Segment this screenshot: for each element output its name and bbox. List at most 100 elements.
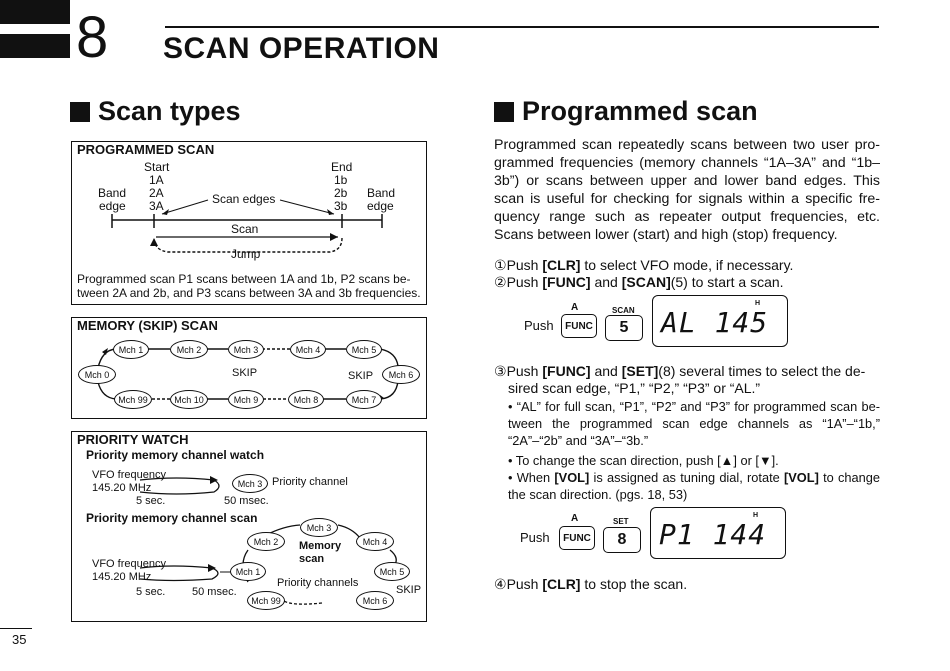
key-vol: [VOL] [784, 470, 819, 485]
bullet-scan-direction: • To change the scan direction, push [▲]… [508, 453, 779, 468]
step-2: ②Push [FUNC] and [SCAN](5) to start a sc… [494, 273, 784, 291]
memory-skip-scan-box: MEMORY (SKIP) SCAN Mch 1 Mch 2 Mch 3 Mch… [71, 317, 427, 419]
scan-key-label: SCAN [612, 306, 635, 315]
lcd-text: P1 144 [659, 518, 767, 551]
section-title-scan-types: Scan types [70, 96, 241, 127]
step-text: and [590, 363, 622, 379]
key-func: [FUNC] [542, 363, 591, 379]
lcd-display: P1 144 H [650, 507, 786, 559]
func-key-icon: FUNC [561, 314, 597, 338]
ring-channel-oval: Mch 5 [374, 562, 410, 581]
func-mark-label: A [571, 302, 579, 313]
memory-channel-oval: Mch 8 [288, 390, 324, 409]
skip-label: SKIP [232, 367, 258, 379]
priority-channels-label: Priority channels [277, 577, 359, 589]
bullet-vol-dial: • When [VOL] is assigned as tuning dial,… [508, 469, 880, 503]
key-scan: [SCAN] [621, 274, 671, 290]
step-number: ④ [494, 576, 507, 592]
step-text: and [590, 274, 622, 290]
end-channel-1b: 1b [334, 173, 348, 187]
programmed-scan-diagram [111, 199, 383, 253]
vfo-frequency-value: 145.20 MHz [92, 571, 152, 583]
square-bullet-icon [494, 101, 514, 122]
memory-channel-oval: Mch 9 [228, 390, 264, 409]
start-channel-1a: 1A [149, 173, 164, 187]
band-edge-right-line1: Band [367, 186, 396, 200]
duration-5sec: 5 sec. [136, 586, 166, 598]
vfo-frequency-value: 145.20 MHz [92, 482, 152, 494]
lcd-text: AL 145 [661, 306, 769, 339]
square-bullet-icon [70, 101, 90, 122]
band-edge-left-line2: edge [99, 199, 126, 213]
push-label: Push [524, 318, 554, 333]
key-8-icon: 8 [603, 527, 641, 553]
step-text: Push [506, 274, 543, 290]
ring-channel-oval: Mch 1 [230, 562, 266, 581]
memory-scan-label-line2: scan [299, 553, 325, 565]
duration-50msec: 50 msec. [192, 586, 237, 598]
section-title-text: Scan types [98, 96, 241, 126]
end-label: End [331, 160, 353, 174]
step-text: to stop the scan. [580, 576, 688, 592]
bullet-text: is assigned as tuning dial, rotate [589, 470, 784, 485]
ring-channel-oval: Mch 99 [247, 591, 285, 610]
step-text: (8) several times to select the de- [658, 363, 866, 379]
step-text: Push [506, 576, 543, 592]
start-channel-2a: 2A [149, 186, 164, 200]
memory-channel-oval: Mch 1 [113, 340, 149, 359]
key-clr: [CLR] [542, 257, 581, 273]
chapter-number: 8 [76, 5, 109, 70]
push-label: Push [520, 530, 550, 545]
duration-50msec: 50 msec. [224, 495, 269, 507]
key-clr: [CLR] [542, 576, 581, 592]
band-edge-left-line1: Band [98, 186, 127, 200]
jump-label: Jump [231, 247, 261, 261]
memory-channel-oval: Mch 7 [346, 390, 382, 409]
chapter-bar-bottom [0, 34, 70, 58]
memory-channel-oval: Mch 2 [170, 340, 208, 359]
set-key-label: SET [613, 517, 629, 526]
memory-channel-oval: Mch 3 [228, 340, 264, 359]
memory-scan-label-line1: Memory [299, 540, 342, 552]
step-number: ② [494, 274, 507, 290]
footer-rule [0, 628, 32, 629]
band-edge-right-line2: edge [367, 199, 394, 213]
func-mark-label: A [571, 513, 579, 524]
priority-watch-box: PRIORITY WATCH Priority memory channel w… [71, 431, 427, 622]
memory-channel-oval: Mch 99 [114, 390, 152, 409]
step-text: Push [506, 257, 543, 273]
step-number: ① [494, 257, 507, 273]
ring-channel-oval: Mch 6 [356, 591, 394, 610]
key-vol: [VOL] [554, 470, 590, 485]
ring-channel-oval: Mch 2 [247, 532, 285, 551]
skip-label: SKIP [396, 584, 422, 596]
memory-skip-scan-title: MEMORY (SKIP) SCAN [77, 318, 218, 333]
scan-label: Scan [231, 222, 259, 236]
programmed-caption-line2: tween 2A and 2b, and P3 scans between 3A… [77, 286, 421, 300]
page-number: 35 [12, 632, 27, 647]
end-channel-3b: 3b [334, 199, 348, 213]
bullet-al-full-scan: • “AL” for full scan, “P1”, “P2” and “P3… [508, 399, 880, 448]
scan-edges-label: Scan edges [212, 192, 276, 206]
step-number: ③ [494, 363, 507, 379]
section-title-text: Programmed scan [522, 96, 758, 126]
step-text: to select VFO mode, if necessary. [580, 257, 794, 273]
programmed-caption-line1: Programmed scan P1 scans between 1A and … [77, 272, 411, 286]
lcd-display: AL 145 H [652, 295, 788, 347]
memory-channel-oval: Mch 5 [346, 340, 382, 359]
memory-channel-oval: Mch 10 [170, 390, 208, 409]
lcd-h-indicator: H [753, 512, 759, 519]
step-3: ③Push [FUNC] and [SET](8) several times … [494, 362, 865, 380]
memory-channel-oval: Mch 4 [290, 340, 326, 359]
end-channel-2b: 2b [334, 186, 348, 200]
chapter-bar-top [0, 0, 70, 24]
priority-channel-oval: Mch 3 [232, 474, 268, 493]
start-label: Start [144, 160, 170, 174]
bullet-text: • When [508, 470, 555, 485]
start-channel-3a: 3A [149, 199, 164, 213]
priority-watch-title: PRIORITY WATCH [77, 432, 189, 447]
memory-channel-oval: Mch 6 [382, 365, 420, 384]
priority-channel-label: Priority channel [272, 476, 348, 488]
ring-channel-oval: Mch 3 [300, 518, 338, 537]
key-func: [FUNC] [542, 274, 591, 290]
